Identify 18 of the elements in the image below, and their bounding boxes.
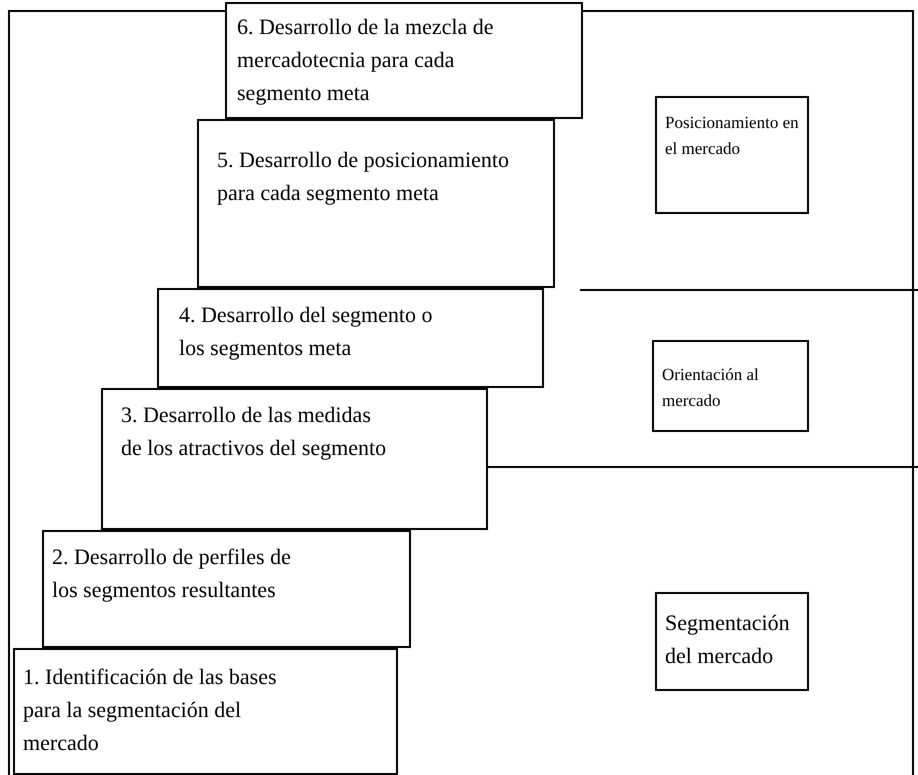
step-box <box>101 388 488 530</box>
step-box <box>157 288 544 388</box>
phase-box <box>655 592 809 691</box>
box-text: Segmentación del mercado <box>665 609 791 670</box>
box-text: 5. Desarrollo de posicionamiento para cada segmento meta <box>217 146 510 207</box>
box-text: Orientación al mercado <box>662 364 760 412</box>
step-box <box>13 648 398 775</box>
step-box <box>42 530 411 648</box>
step-box <box>225 2 583 119</box>
box-text: 1. Identificación de las bases para la segmentación del mercado <box>23 663 278 757</box>
phase-box <box>652 340 809 432</box>
box-text: 2. Desarrollo de perfiles de los segmentos resultantes <box>52 543 292 604</box>
phase-box <box>655 96 809 214</box>
box-text: 6. Desarrollo de la mezcla de mercadotecnia para cada segmento meta <box>237 13 495 107</box>
step-box <box>197 119 555 288</box>
box-text: 3. Desarrollo de las medidas de los atractivos del segmento <box>121 401 388 462</box>
box-text: 4. Desarrollo del segmento o los segmentos meta <box>179 301 434 362</box>
box-text: Posicionamiento en el mercado <box>665 112 799 160</box>
